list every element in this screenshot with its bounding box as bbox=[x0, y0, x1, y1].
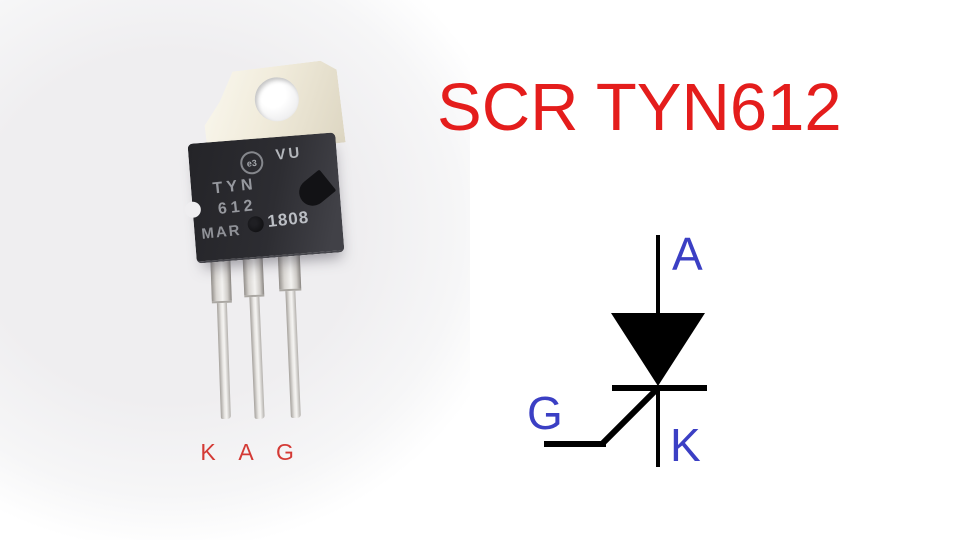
body-notch-right bbox=[293, 169, 337, 212]
page-title: SCR TYN612 bbox=[437, 70, 842, 145]
pin-label-k: K bbox=[200, 439, 216, 465]
lead-shank bbox=[285, 290, 301, 419]
marking-part-line1: TYN bbox=[211, 175, 258, 198]
anode-label: A bbox=[672, 228, 703, 280]
marking-date-code: 1808 bbox=[266, 207, 311, 231]
pin-label-a: A bbox=[238, 439, 254, 465]
e3-logo-icon: e3 bbox=[239, 150, 265, 176]
body-notch-left bbox=[184, 200, 202, 219]
mounting-hole bbox=[252, 75, 301, 124]
marking-part-line2: 612 bbox=[217, 197, 258, 219]
cathode-line bbox=[656, 389, 660, 467]
gate-line-horizontal bbox=[544, 441, 606, 447]
cathode-label: K bbox=[670, 419, 701, 471]
anode-line bbox=[656, 235, 660, 315]
pin-label-g: G bbox=[276, 439, 294, 465]
package-markings: e3 VU TYN 612 MAR 1808 bbox=[184, 131, 346, 264]
lead-shank bbox=[249, 296, 265, 420]
lead-shank bbox=[216, 302, 231, 420]
marking-dot-icon bbox=[246, 215, 265, 234]
gate-label: G bbox=[527, 387, 563, 439]
marking-month: MAR bbox=[200, 221, 243, 243]
gate-line-diagonal bbox=[599, 384, 662, 447]
marking-vu: VU bbox=[274, 144, 304, 164]
package-body: e3 VU TYN 612 MAR 1808 bbox=[184, 131, 346, 264]
thyristor-triangle bbox=[611, 313, 705, 386]
